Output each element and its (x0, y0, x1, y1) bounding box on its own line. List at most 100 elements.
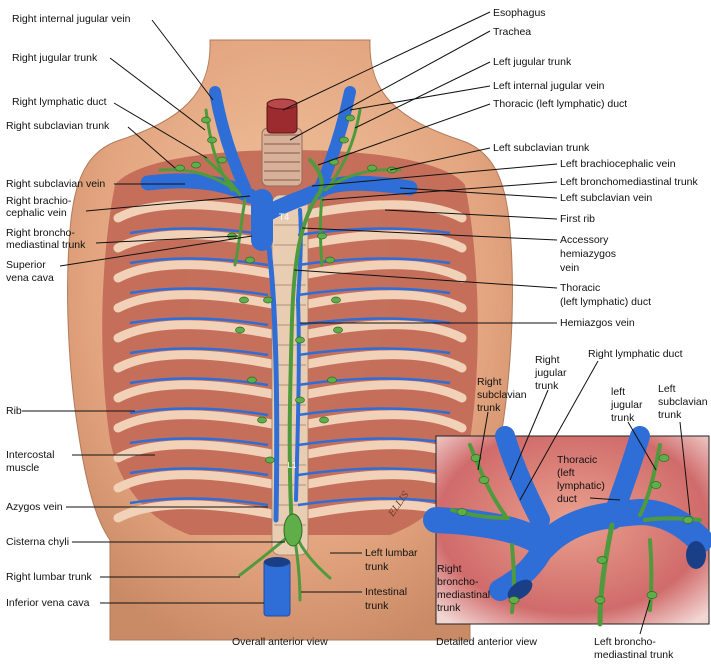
inset-label-left-bronchomediastinal-trunk-2: mediastinal trunk (594, 649, 674, 661)
rib-right (303, 230, 467, 253)
label-right-subclavian-vein: Right subclavian vein (6, 178, 105, 190)
rib-left (113, 470, 277, 493)
label-intercostal-muscle-2: muscle (6, 462, 39, 474)
inset-label-left-subclavian-trunk-3: trunk (658, 409, 682, 421)
rib-right (303, 350, 467, 373)
inset-label-right-bronchomediastinal-trunk-2: broncho- (437, 576, 479, 588)
label-thoracic-duct-top: Thoracic (left lymphatic) duct (493, 98, 627, 110)
label-right-subclavian-trunk: Right subclavian trunk (6, 120, 110, 132)
rib-left (113, 380, 277, 403)
lymph-node (263, 296, 273, 304)
lymph-node (191, 161, 201, 169)
inset-label-thoracic-duct-4: duct (557, 493, 577, 505)
label-accessory-hemiazygos-vein-3: vein (560, 262, 579, 274)
lymph-node (207, 136, 217, 144)
detail-inset (423, 426, 711, 627)
inferior-vena-cava (263, 559, 291, 617)
lymph-node (329, 158, 339, 166)
lymph-node (295, 396, 305, 404)
label-right-lymphatic-duct: Right lymphatic duct (12, 96, 107, 108)
label-rib: Rib (6, 405, 22, 417)
right-internal-jugular-vein (209, 86, 251, 194)
lymph-node (367, 164, 377, 172)
label-intestinal-trunk-1: Intestinal (365, 586, 407, 598)
azygos-vein (265, 237, 280, 523)
inset-label-right-jugular-trunk-3: trunk (535, 380, 559, 392)
rib-left (113, 350, 277, 373)
lymph-node (319, 416, 329, 424)
lymph-node (339, 136, 349, 144)
inset-label-thoracic-duct-2: (left (557, 467, 575, 479)
lymph-node (325, 256, 335, 264)
label-thoracic-duct-mid-1: Thoracic (560, 282, 600, 294)
lymph-nodes (175, 114, 397, 464)
leader-lines (22, 11, 691, 635)
inset-label-right-bronchomediastinal-trunk-4: trunk (437, 602, 461, 614)
label-superior-vena-cava-1: Superior (6, 259, 46, 271)
cisterna-chyli (283, 513, 303, 547)
right-subclavian-vein (140, 173, 258, 204)
inset-label-left-jugular-trunk-2: jugular (610, 399, 643, 411)
lymph-node (201, 116, 211, 124)
right-bronchomediastinal-trunk (233, 198, 247, 267)
label-left-lumbar-trunk-2: trunk (365, 561, 389, 573)
rib-left (113, 500, 277, 523)
label-accessory-hemiazygos-vein-1: Accessory (560, 234, 609, 246)
hemiazygos-vein (294, 298, 301, 502)
label-left-jugular-trunk: Left jugular trunk (493, 56, 572, 68)
left-internal-jugular-vein (314, 86, 356, 194)
lymph-node (235, 326, 245, 334)
lymph-node (217, 156, 227, 164)
label-first-rib: First rib (560, 213, 595, 225)
lymph-node (265, 456, 275, 464)
lymph-node (317, 232, 327, 240)
inset-label-left-jugular-trunk-1: left (611, 386, 625, 398)
inset-label-right-subclavian-trunk-1: Right (477, 376, 502, 388)
inset-label-thoracic-duct-3: lymphatic) (557, 480, 605, 492)
lymph-node (247, 376, 257, 384)
label-left-internal-jugular-vein: Left internal jugular vein (493, 80, 605, 92)
label-left-bronchomediastinal-trunk: Left bronchomediastinal trunk (560, 176, 698, 188)
lymph-node (239, 296, 249, 304)
label-thoracic-duct-mid-2: (left lymphatic) duct (560, 296, 651, 308)
lymph-node (333, 326, 343, 334)
accessory-hemiazygos-vein (296, 208, 303, 302)
label-cisterna-chyli: Cisterna chyli (6, 536, 69, 548)
label-right-internal-jugular-vein: Right internal jugular vein (12, 13, 131, 25)
rib-right (303, 260, 467, 283)
rib-left (113, 260, 277, 283)
lymph-node (331, 296, 341, 304)
rib-right (303, 380, 467, 403)
detailed-view-caption: Detailed anterior view (436, 636, 537, 648)
label-left-subclavian-trunk: Left subclavian trunk (493, 142, 590, 154)
inset-label-right-bronchomediastinal-trunk-1: Right (437, 563, 462, 575)
lymph-node (245, 256, 255, 264)
label-right-bronchomediastinal-trunk-1: Right broncho- (6, 227, 75, 239)
inset-label-right-lymphatic-duct: Right lymphatic duct (588, 348, 683, 360)
label-right-brachiocephalic-vein-1: Right brachio- (6, 195, 72, 207)
label-trachea: Trachea (493, 26, 531, 38)
left-brachiocephalic-vein (262, 182, 328, 220)
overall-view-caption: Overall anterior view (232, 636, 328, 648)
label-hemiazygos-vein: Hemiazgos vein (560, 317, 635, 329)
inset-label-right-jugular-trunk-2: jugular (534, 367, 567, 379)
inset-label-thoracic-duct-1: Thoracic (557, 454, 597, 466)
inset-label-right-subclavian-trunk-2: subclavian (477, 389, 527, 401)
inset-label-right-bronchomediastinal-trunk-3: mediastinal (437, 589, 490, 601)
rib-left (113, 290, 277, 313)
lymph-node (175, 164, 185, 172)
label-left-subclavian-vein: Left subclavian vein (560, 192, 652, 204)
rib-left (113, 320, 277, 343)
label-esophagus: Esophagus (493, 7, 546, 19)
inset-label-right-subclavian-trunk-3: trunk (477, 402, 501, 414)
rib-right (303, 320, 467, 343)
lymph-node (257, 416, 267, 424)
label-intestinal-trunk-2: trunk (365, 600, 389, 612)
intercostal-veins (129, 227, 451, 507)
thoracic-duct (287, 158, 324, 532)
label-azygos-vein: Azygos vein (6, 501, 63, 513)
label-superior-vena-cava-2: vena cava (6, 272, 54, 284)
trachea (261, 127, 303, 187)
lymph-node (295, 336, 305, 344)
